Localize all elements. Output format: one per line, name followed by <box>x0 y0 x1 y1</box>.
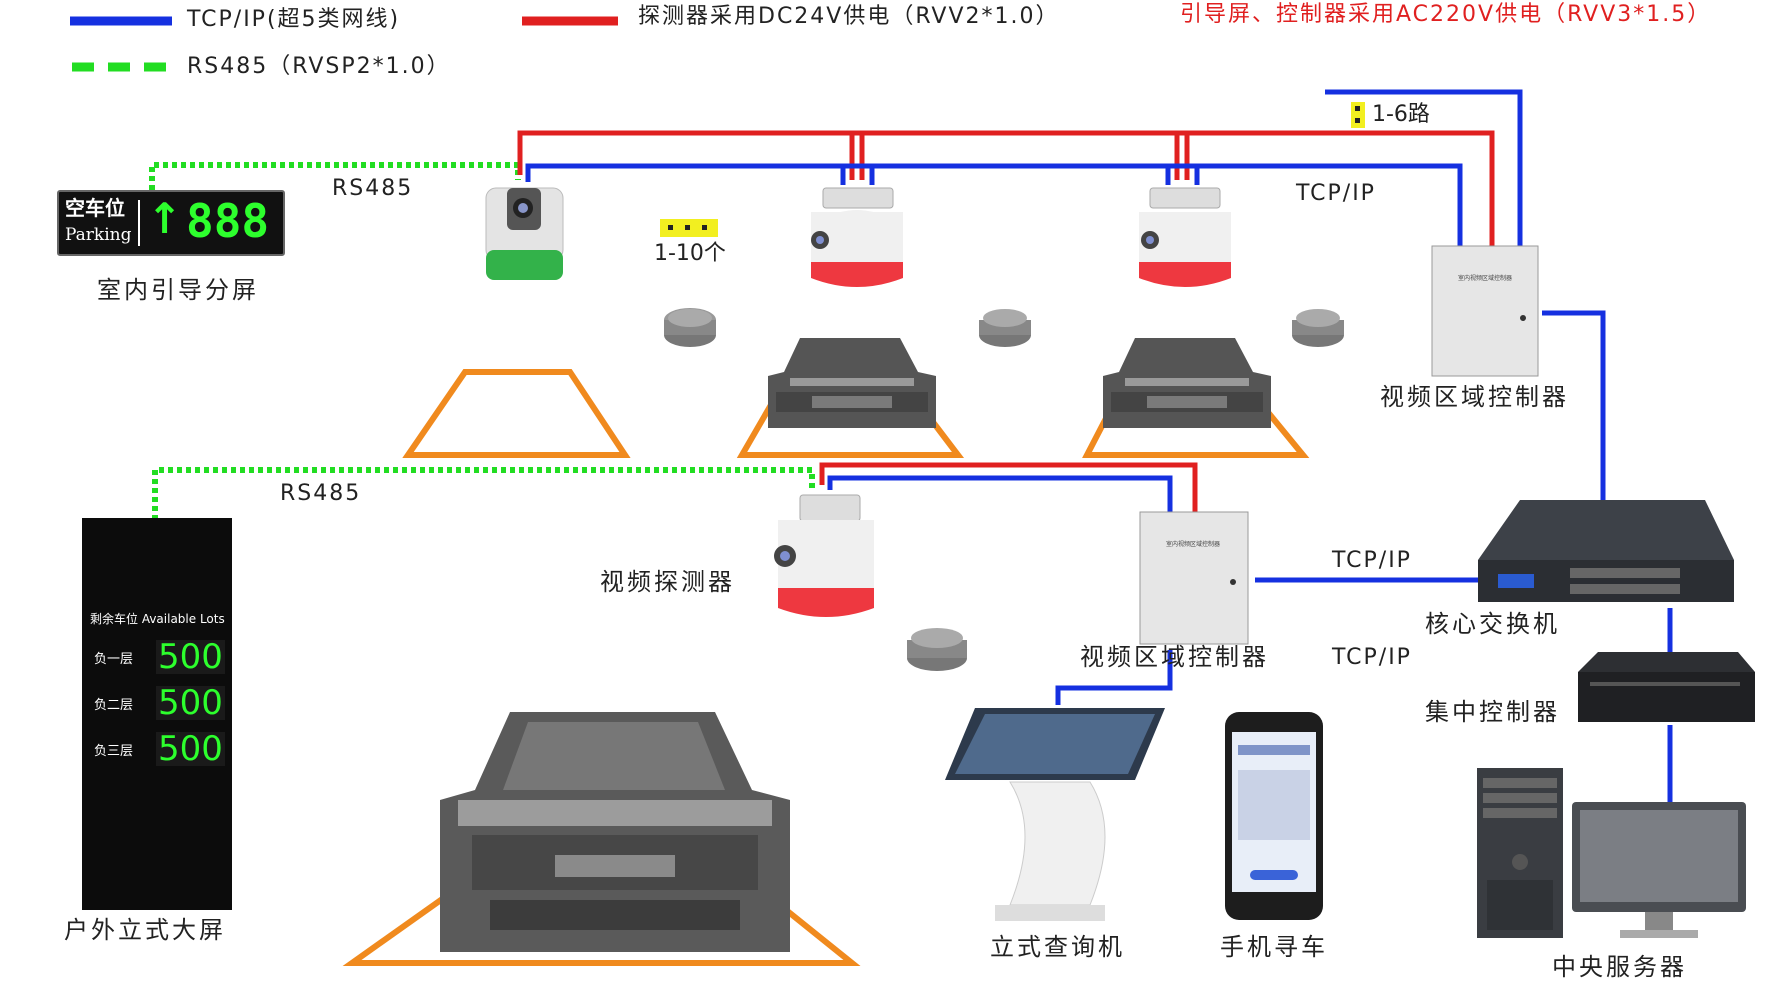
rs485-bottom-label: RS485 <box>280 481 362 506</box>
video-area-controller-mid <box>1139 511 1249 645</box>
floor-2-label: 负二层 <box>94 698 134 713</box>
screen-cn-label: 空车位 <box>65 196 125 220</box>
floor-3-label: 负三层 <box>94 744 134 759</box>
switch-label: 核心交换机 <box>1425 610 1560 638</box>
parking-slot-1 <box>402 369 631 458</box>
outdoor-standing-screen: 剩余车位 Available Lots 负一层 500 负二层 500 负三层 … <box>82 518 232 910</box>
server-label: 中央服务器 <box>1552 953 1687 981</box>
central-controller <box>1578 652 1755 722</box>
detectors-count-label: 1-10个 <box>654 241 726 266</box>
rs485-top-label: RS485 <box>332 176 414 201</box>
tcpip-uplink-routes <box>1325 89 1523 248</box>
ground-sensor-1 <box>664 308 716 347</box>
ground-sensor-2 <box>979 309 1031 347</box>
power-drop-cam2 <box>849 133 865 180</box>
outdoor-header: 剩余车位 Available Lots <box>90 612 225 626</box>
screen-digits: 888 <box>186 194 270 248</box>
tcpip-line-top <box>525 163 1463 248</box>
car-1 <box>768 338 936 428</box>
screen-en-label: Parking <box>65 225 132 245</box>
tcpip-drop-cam2 <box>840 166 875 185</box>
tcpip-low-label: TCP/IP <box>1332 645 1412 670</box>
car-2 <box>1103 338 1271 428</box>
ground-sensor-4 <box>907 628 967 671</box>
legend-dc24: 探测器采用DC24V供电（RVV2*1.0） <box>638 4 1060 29</box>
screen-divider <box>138 200 140 246</box>
rs485-link-bottom <box>152 467 815 520</box>
power-line-top <box>517 130 1495 248</box>
detector-label: 视频探测器 <box>600 568 735 596</box>
floor-3-count: 500 <box>156 729 225 769</box>
video-area-controller-top <box>1431 245 1539 377</box>
monitor <box>1572 802 1746 938</box>
indoor-screen-label: 室内引导分屏 <box>97 276 259 304</box>
floor-1-label: 负一层 <box>94 652 134 667</box>
ground-sensor-3 <box>1292 309 1344 347</box>
controller-top-plate: 室内视频区域控制器 <box>1458 275 1513 282</box>
tcpip-controller-switch <box>1542 310 1606 505</box>
legend-tcpip: TCP/IP(超5类网线) <box>187 7 401 32</box>
controller-mid-label: 视频区域控制器 <box>1080 643 1269 671</box>
tcpip-controller-kiosk <box>1055 650 1173 705</box>
car-large <box>440 712 790 952</box>
tcpip-drop-cam3 <box>1165 166 1200 185</box>
detector-count-marker <box>660 219 718 237</box>
arrow-up-icon: ↑ <box>147 194 183 243</box>
mobile-phone <box>1225 712 1323 920</box>
routes-label: 1-6路 <box>1372 102 1430 127</box>
controller-top-label: 视频区域控制器 <box>1380 383 1569 411</box>
routes-marker <box>1351 102 1365 128</box>
legend-rs485: RS485（RVSP2*1.0） <box>187 54 451 79</box>
power-drop-cam3 <box>1174 133 1190 180</box>
tcpip-top-label: TCP/IP <box>1296 181 1376 206</box>
power-line-mid <box>819 462 1198 515</box>
query-kiosk <box>945 708 1165 921</box>
legend-ac220: 引导屏、控制器采用AC220V供电（RVV3*1.5） <box>1180 2 1712 27</box>
server-tower <box>1477 768 1563 938</box>
core-switch <box>1478 500 1734 602</box>
video-detector-camera-4 <box>774 494 874 617</box>
kiosk-label: 立式查询机 <box>990 933 1125 961</box>
outdoor-screen-label: 户外立式大屏 <box>64 916 226 944</box>
tcpip-line-mid <box>827 475 1173 515</box>
controller-mid-plate: 室内视频区域控制器 <box>1166 541 1221 548</box>
video-detector-camera-1 <box>485 187 564 280</box>
video-detector-camera-2 <box>811 187 903 287</box>
video-detector-camera-3 <box>1139 187 1231 287</box>
central-controller-label: 集中控制器 <box>1425 698 1560 726</box>
tcpip-mid-label: TCP/IP <box>1332 548 1412 573</box>
floor-2-count: 500 <box>156 683 225 723</box>
indoor-guidance-screen: 空车位 Parking ↑ 888 <box>57 190 285 256</box>
phone-label: 手机寻车 <box>1220 933 1328 961</box>
floor-1-count: 500 <box>156 637 225 677</box>
